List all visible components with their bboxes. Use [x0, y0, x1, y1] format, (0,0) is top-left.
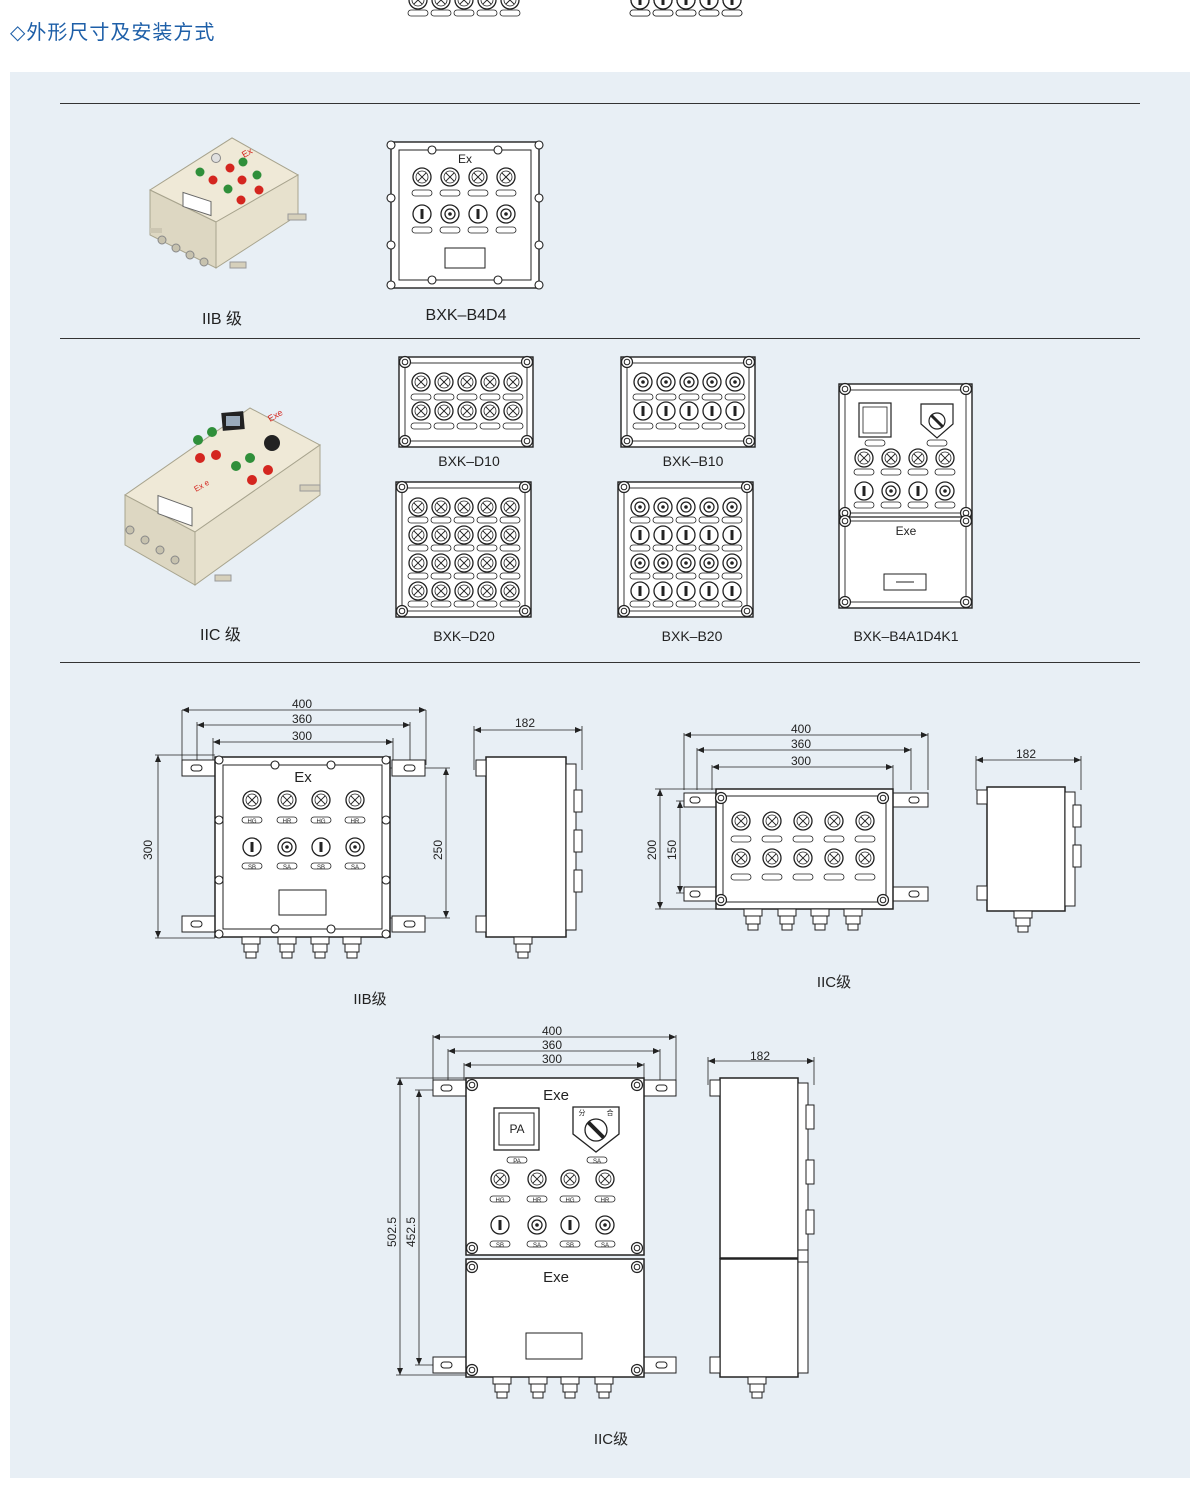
divider — [60, 103, 1140, 104]
dim-200: 200 — [645, 840, 659, 860]
dim-300: 300 — [292, 729, 312, 743]
iic-large-front-drawing: 400 360 300 502.5 452.5 Exe PA PA 分 — [385, 1024, 677, 1399]
ex-mark: Ex — [458, 152, 472, 166]
tag-hr: HR — [533, 1198, 542, 1204]
tag-sb: SB — [248, 865, 256, 871]
bxk-d20-label: BXK–D20 — [433, 628, 495, 644]
tag-sb: SB — [566, 1243, 574, 1249]
tag-hr: HR — [351, 819, 360, 825]
dim-250: 250 — [431, 840, 445, 860]
svg-text:Exe: Exe — [266, 407, 284, 423]
tag-hg: HG — [496, 1198, 505, 1204]
page-title: ◇外形尺寸及安装方式 — [10, 20, 216, 44]
tag-hg: HG — [317, 819, 326, 825]
dim-150: 150 — [665, 840, 679, 860]
iic-small-side-drawing: 182 — [975, 747, 1082, 933]
bxk-b4d4-panel: Ex — [386, 140, 544, 290]
tag-pa: PA — [513, 1159, 521, 1165]
exe-mark: Exe — [543, 1087, 569, 1104]
tag-hr: HR — [601, 1198, 610, 1204]
selector-on-label: 合 — [607, 1108, 614, 1117]
dim-360: 360 — [542, 1038, 562, 1052]
dim-400: 400 — [542, 1024, 562, 1038]
exe-mark: Exe — [543, 1269, 569, 1286]
exe-mark: Exe — [896, 524, 917, 538]
tag-sa: SA — [283, 865, 291, 871]
divider — [60, 338, 1140, 339]
dim-360: 360 — [791, 737, 811, 751]
bxk-d20-panel — [395, 0, 532, 618]
dim-182: 182 — [750, 1049, 770, 1063]
iib-front-drawing: 400 360 300 300 250 Ex HG HR — [141, 697, 450, 959]
tag-sa: SA — [601, 1243, 609, 1249]
iib-drawing-label: IIB级 — [353, 991, 386, 1008]
bxk-b4a1d4k1-label: BXK–B4A1D4K1 — [853, 628, 958, 644]
tag-sb: SB — [317, 865, 325, 871]
dim-182: 182 — [1016, 747, 1036, 761]
bxk-b10-label: BXK–B10 — [663, 453, 724, 469]
selector-off-label: 分 — [579, 1108, 586, 1117]
iic-large-side-drawing: 182 — [707, 1049, 815, 1399]
bxk-d10-panel — [398, 355, 534, 448]
tag-sa: SA — [533, 1243, 541, 1249]
bxk-b20-panel — [617, 0, 754, 618]
iic-photo-label: IIC 级 — [200, 626, 241, 644]
bxk-b20-label: BXK–B20 — [662, 628, 723, 644]
dim-400: 400 — [292, 697, 312, 711]
dim-452-5: 452.5 — [404, 1217, 418, 1247]
iib-photo-label: IIB 级 — [202, 310, 242, 328]
pa-meter: PA — [509, 1122, 524, 1136]
iic-small-front-drawing: 400 360 300 200 150 — [645, 722, 929, 931]
iic-small-drawing-label: IIC级 — [817, 974, 851, 991]
tag-sa: SA — [351, 865, 359, 871]
dim-300-height: 300 — [141, 840, 155, 860]
tag-hg: HG — [566, 1198, 575, 1204]
dim-400: 400 — [791, 722, 811, 736]
iic-product-photo: Exe Ex e — [124, 407, 321, 586]
iib-product-photo: Ex — [148, 137, 307, 269]
dim-182: 182 — [515, 716, 535, 730]
tag-hg: HG — [248, 819, 257, 825]
bxk-b4d4-label: BXK–B4D4 — [426, 307, 507, 324]
tag-sb: SB — [496, 1243, 504, 1249]
iic-large-drawing-label: IIC级 — [594, 1431, 628, 1448]
dim-360: 360 — [292, 712, 312, 726]
bxk-b4a1d4k1-panel: Exe — [838, 382, 973, 609]
dim-502-5: 502.5 — [385, 1217, 399, 1247]
ex-mark: Ex — [294, 769, 312, 786]
dim-300: 300 — [542, 1052, 562, 1066]
bxk-d10-label: BXK–D10 — [438, 453, 500, 469]
divider — [60, 662, 1140, 663]
iib-side-drawing: 182 — [473, 716, 583, 959]
svg-text:Ex: Ex — [240, 146, 255, 160]
tag-hr: HR — [283, 819, 292, 825]
bxk-b10-panel — [620, 355, 756, 448]
tag-sa: SA — [593, 1159, 601, 1165]
dim-300: 300 — [791, 754, 811, 768]
